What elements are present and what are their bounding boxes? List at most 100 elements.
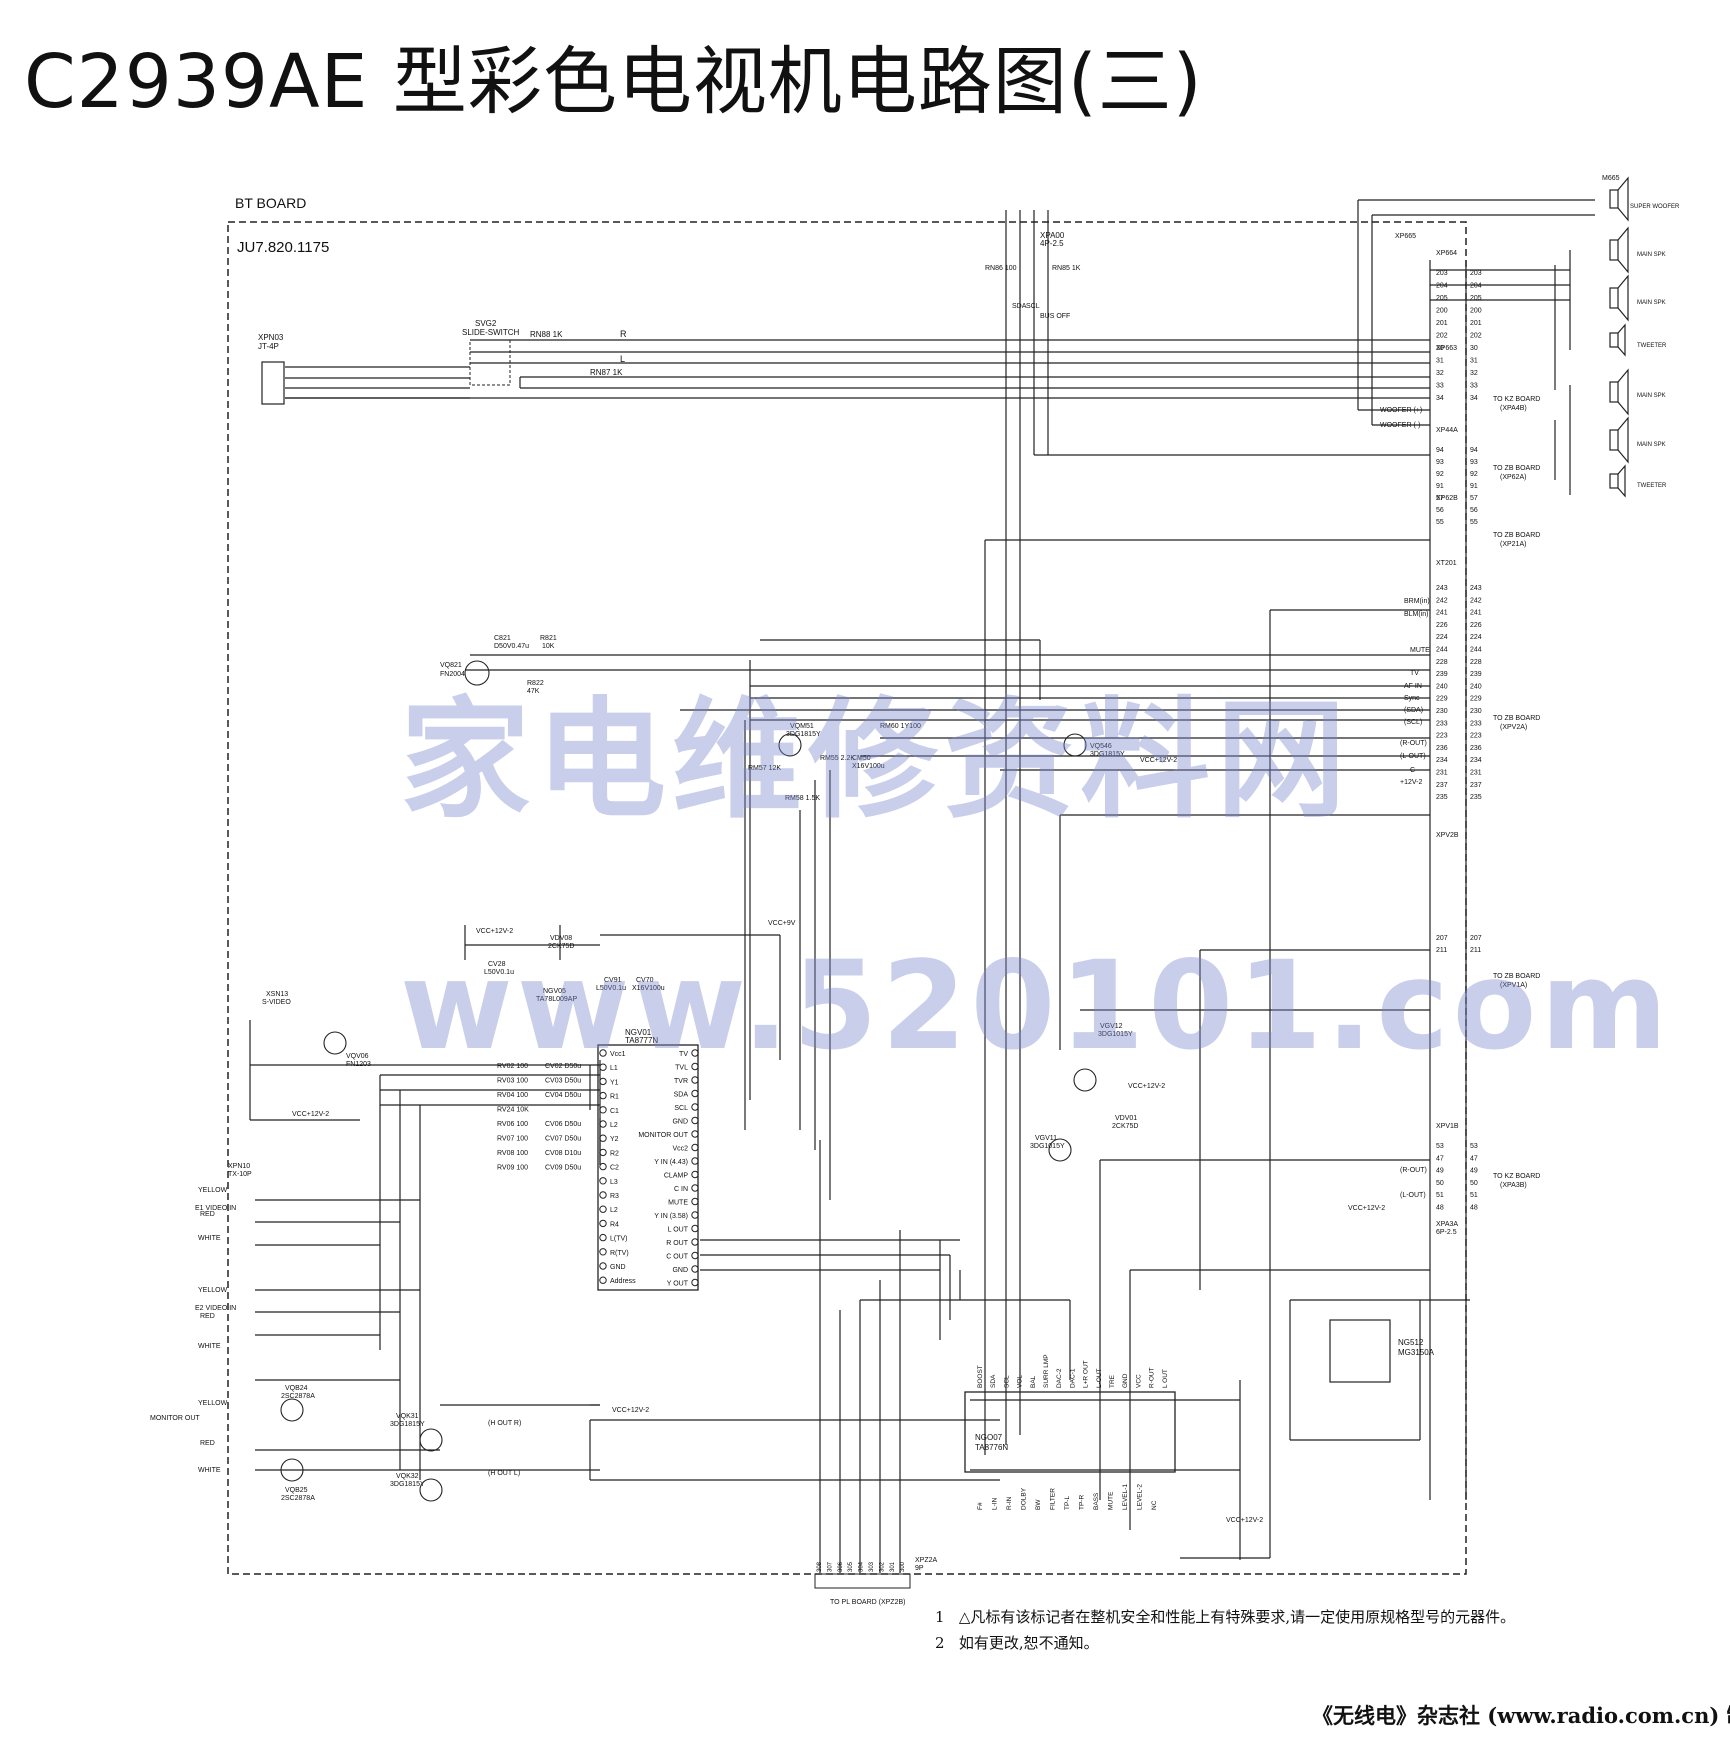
connector-pin: 94: [1436, 447, 1444, 454]
ic-right-pin-label: C IN: [674, 1186, 688, 1193]
res-rn88: RN88 1K: [530, 330, 563, 339]
ngo07-bottom-pin: F#: [977, 1502, 984, 1510]
connector-pin: 93: [1470, 459, 1478, 466]
connector-pin: 205: [1470, 295, 1482, 302]
connector-pin: 50: [1470, 1180, 1478, 1187]
ic-right-pin: [691, 1211, 699, 1219]
label-yellow-2: YELLOW: [198, 1287, 228, 1294]
tr-vgv12-value: 3DG1015Y: [1098, 1031, 1133, 1038]
conn-xpn03-value: JT-4P: [258, 342, 279, 351]
connector-pin: 93: [1436, 459, 1444, 466]
connector-pin: 201: [1436, 320, 1448, 327]
connector-pin: 56: [1470, 507, 1478, 514]
connector-pin: 226: [1470, 622, 1482, 629]
ic-right-pin: [691, 1251, 699, 1260]
connector-pin: 207: [1436, 935, 1448, 942]
connector-pin: 30: [1470, 345, 1478, 352]
connector-pin: 51: [1436, 1192, 1444, 1199]
input-resistor-label: RV09 100: [497, 1165, 528, 1172]
ngo07-top-pin: DAC-2: [1056, 1368, 1063, 1388]
conn-xp665: XP665: [1395, 233, 1416, 240]
sig-scl: (SCL): [1404, 719, 1422, 726]
ic-ng512-label: NG512: [1398, 1338, 1424, 1347]
connector-pin: 55: [1470, 519, 1478, 526]
input-resistor-label: RV07 100: [497, 1136, 528, 1143]
connector-pin: 57: [1436, 495, 1444, 502]
spk-main-4: MAIN SPK: [1637, 442, 1666, 448]
cap-c821: C821: [494, 635, 511, 642]
connector-pin: 33: [1470, 383, 1478, 390]
to-kz-2: TO KZ BOARD: [1493, 1173, 1540, 1180]
ic-right-pin-label: CLAMP: [664, 1173, 688, 1180]
input-capacitor-label: CV06 D50u: [545, 1121, 581, 1128]
publisher-credit: 《无线电》杂志社 (www.radio.com.cn) 制作: [1312, 1703, 1730, 1728]
ic-left-pin-label: C1: [610, 1108, 619, 1115]
connector-pin: 235: [1470, 794, 1482, 801]
conn-xpn10-value: TX-10P: [228, 1171, 252, 1178]
connector-pin: 223: [1470, 733, 1482, 740]
ngo07-top-pin: TRE: [1109, 1374, 1116, 1388]
connector-pin: 204: [1436, 283, 1448, 290]
ngo07-top-pin: SURR LMP: [1043, 1354, 1050, 1388]
ic-left-pin-label: R2: [610, 1150, 619, 1157]
cap-cv28: CV28: [488, 961, 506, 968]
connector-pin: 48: [1436, 1205, 1444, 1212]
ic-left-pin: [599, 1191, 607, 1199]
conn-xp663: XP663: [1436, 345, 1457, 352]
label-yellow-3: YELLOW: [198, 1400, 228, 1407]
transistors: [280, 660, 1097, 1502]
sig-lout-2: (L-OUT): [1400, 1192, 1426, 1199]
to-zb-4-conn: (XPV1A): [1500, 982, 1527, 989]
ic-left-pin: [599, 1233, 607, 1242]
connector-pin: 57: [1470, 495, 1478, 502]
ic-left-pin: [599, 1205, 607, 1213]
bottom-connector-pin: 308: [817, 1561, 823, 1572]
conn-xpz2: [814, 1573, 911, 1589]
res-rn85: RN85 1K: [1052, 265, 1081, 272]
connector-pin: 229: [1470, 696, 1482, 703]
ic-right-pin-label: MONITOR OUT: [638, 1132, 688, 1139]
tr-vgv11-value: 3DG1015Y: [1030, 1143, 1065, 1150]
ngo07-bottom-pin: LEVEL-2: [1137, 1484, 1144, 1510]
ic-left-pin-label: R1: [610, 1094, 619, 1101]
ngo07-bottom-pin: NC: [1151, 1500, 1158, 1510]
ngo07-top-pin: VOL: [1017, 1375, 1024, 1388]
ic-left-pin: [599, 1106, 607, 1114]
connector-pin: 224: [1436, 634, 1448, 641]
label-e1-in: E1 VIDEO IN: [195, 1205, 236, 1212]
note-2-number: 2: [935, 1634, 945, 1652]
res-rn86: RN86 100: [985, 265, 1017, 272]
connector-pin: 211: [1470, 947, 1481, 954]
connector-pin: 92: [1436, 471, 1444, 478]
ic-left-pin: [599, 1077, 607, 1086]
connector-pin: 201: [1470, 320, 1482, 327]
tr-vq546-value: 3DG1815Y: [1090, 751, 1125, 758]
connector-pin: 233: [1470, 720, 1482, 727]
ic-right-pin-label: Vcc2: [672, 1146, 688, 1153]
connector-pin: 92: [1470, 471, 1478, 478]
to-zb-3: TO ZB BOARD: [1493, 715, 1540, 722]
ic-ngv01: [597, 1044, 699, 1291]
ic-right-pin: [691, 1089, 699, 1098]
to-kz-1: TO KZ BOARD: [1493, 396, 1540, 403]
connector-pin: 31: [1470, 358, 1478, 365]
ic-left-pin: [599, 1148, 607, 1157]
bottom-connector-pin: 304: [859, 1561, 865, 1572]
sig-c: C: [1410, 767, 1415, 774]
conn-xpn03: [261, 361, 285, 405]
tr-vqv06-value: FN1203: [346, 1061, 371, 1068]
to-zb-1: TO ZB BOARD: [1493, 465, 1540, 472]
connector-pin: 49: [1470, 1168, 1478, 1175]
ic-right-pin-label: TVR: [674, 1078, 688, 1085]
input-resistor-label: RV02 100: [497, 1063, 528, 1070]
conn-xp664: XP664: [1436, 250, 1457, 257]
ic-left-pin: [599, 1049, 607, 1057]
input-capacitor-label: CV04 D50u: [545, 1092, 581, 1099]
connector-pin: 200: [1470, 308, 1482, 315]
ic-right-pin: [691, 1278, 699, 1287]
ic-left-pin: [599, 1091, 607, 1100]
connector-pin: 237: [1436, 782, 1448, 789]
connector-pin: 231: [1436, 770, 1448, 777]
